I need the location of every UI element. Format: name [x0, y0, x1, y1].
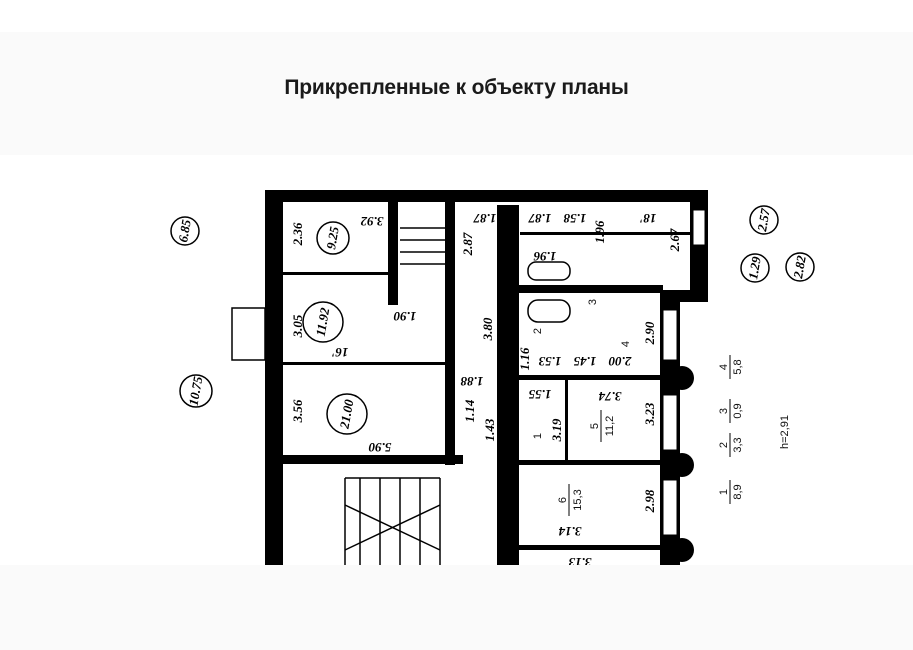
- legend-num: 4: [718, 364, 730, 370]
- dimension: 3.14: [558, 524, 582, 539]
- dimension: 3.80: [480, 317, 495, 341]
- room-number: 5: [589, 423, 601, 429]
- legend-area: 8,9: [732, 484, 744, 499]
- floor-plan-image[interactable]: 6.85 10.75 9.25 11.92 21.00 2.57 1.29 2.…: [0, 155, 913, 565]
- dimension: 16': [331, 345, 348, 360]
- dimension-labels: 2.36 3.92 3.05 1.90 16' 3.56 5.90 2.87 1…: [290, 211, 682, 565]
- dimension: 18': [639, 211, 656, 226]
- room-number: 1: [532, 433, 544, 439]
- circled-area: 21.00: [336, 398, 356, 431]
- dimension: 3.23: [642, 402, 657, 426]
- legend-area: 3,3: [732, 437, 744, 452]
- dimension: 3.74: [598, 389, 622, 404]
- dimension: 2.90: [642, 321, 657, 345]
- circled-area: 10.75: [186, 375, 206, 407]
- dimension: 1.88: [460, 374, 483, 389]
- circled-area: 1.29: [745, 255, 764, 281]
- legend-num: 1: [718, 489, 730, 495]
- dimension: 1.14: [462, 399, 477, 422]
- room-number: 3: [587, 299, 599, 305]
- plan-lines: [170, 205, 815, 565]
- room-number: 4: [620, 341, 632, 347]
- dimension: 1.55: [528, 387, 551, 402]
- circled-area: 2.57: [754, 207, 773, 233]
- dimension: 1.96: [533, 249, 556, 264]
- walls: [265, 190, 708, 565]
- room-area: 15,3: [572, 489, 584, 510]
- floor-plan-drawing: 6.85 10.75 9.25 11.92 21.00 2.57 1.29 2.…: [170, 190, 815, 565]
- room-label-6: 6 15,3: [557, 484, 584, 516]
- dimension: 2.00: [608, 354, 632, 369]
- circled-area: 2.82: [790, 254, 809, 280]
- dimension: 2.98: [642, 489, 657, 513]
- dimension: 1.16: [517, 347, 532, 370]
- circled-area: 11.92: [313, 306, 333, 337]
- top-strip: [0, 0, 913, 32]
- circled-area: 6.85: [175, 218, 194, 244]
- dimension: 3.56: [290, 399, 305, 423]
- dimension: 1.43: [482, 418, 497, 441]
- room-label-5: 5 11,2: [589, 410, 616, 442]
- dimension: 1.58: [563, 211, 586, 226]
- dimension: 1.90: [393, 309, 416, 324]
- legend-num: 3: [718, 408, 730, 414]
- legend-area: 5,8: [732, 359, 744, 374]
- page-title: Прикрепленные к объекту планы: [284, 76, 629, 99]
- dimension: 3.05: [290, 314, 305, 338]
- dimension: 1.45: [573, 354, 596, 369]
- dimension: 1.87: [473, 211, 496, 226]
- room-number: 2: [532, 328, 544, 334]
- dimension: 5.90: [368, 440, 391, 455]
- circled-area: 9.25: [323, 225, 342, 251]
- legend-area: 0,9: [732, 403, 744, 418]
- legend-num: 2: [718, 442, 730, 448]
- room-number: 6: [557, 497, 569, 503]
- dimension: 3.13: [568, 555, 592, 565]
- dimension: 2.67: [667, 228, 682, 252]
- dimension: 3.19: [549, 418, 564, 442]
- dimension: 1.87: [528, 211, 551, 226]
- window-marks: [267, 209, 706, 556]
- dimension: 1.96: [592, 220, 607, 243]
- ceiling-height: h=2,91: [779, 415, 791, 449]
- dimension: 1.53: [538, 354, 561, 369]
- dimension: 3.92: [360, 214, 384, 229]
- dimension: 2.87: [460, 232, 475, 256]
- dimension: 2.36: [290, 222, 305, 246]
- room-area: 11,2: [604, 416, 616, 437]
